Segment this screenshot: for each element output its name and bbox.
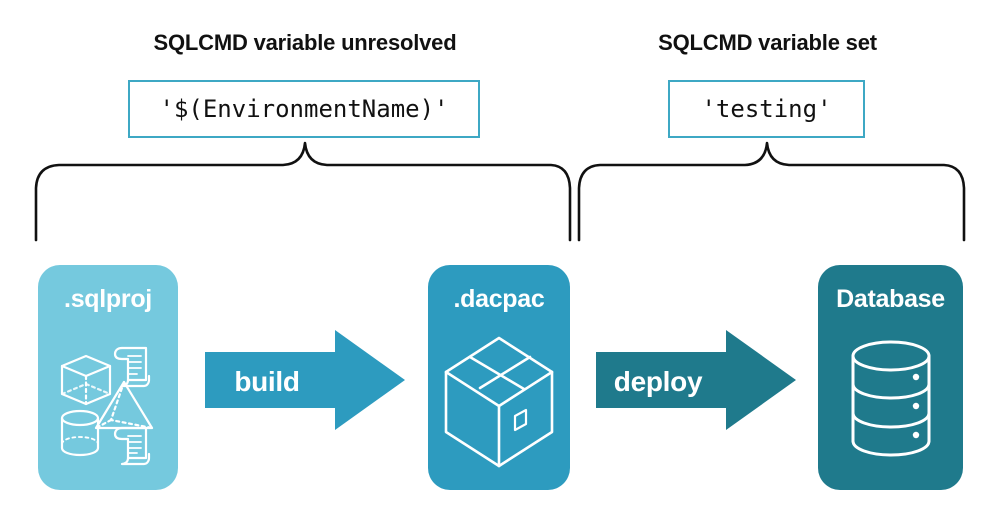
arrow-deploy-label: deploy [614, 366, 703, 397]
stage-sqlproj: .sqlproj [38, 265, 178, 490]
database-cylinder-icon [851, 340, 930, 457]
curly-brace-left [34, 141, 572, 242]
stage-dacpac-label: .dacpac [453, 285, 545, 313]
stage-sqlproj-label: .sqlproj [64, 285, 152, 313]
stage-dacpac: .dacpac [428, 265, 570, 490]
group-header-left: SQLCMD variable unresolved [153, 30, 457, 55]
stage-sqlproj-artwork [38, 314, 178, 490]
code-value-box-left: '$(EnvironmentName)' [128, 80, 480, 138]
cylinder-icon [60, 409, 100, 457]
package-box-icon [444, 336, 554, 468]
stage-database: Database [818, 265, 963, 490]
scroll-icon [113, 426, 151, 466]
arrow-build-label: build [234, 366, 299, 397]
scroll-icon [113, 346, 151, 388]
brace-group [34, 141, 966, 242]
cube-icon [60, 354, 112, 406]
code-value-box-right: 'testing' [668, 80, 865, 138]
group-header-right: SQLCMD variable set [658, 30, 877, 55]
arrow-deploy-shape [596, 330, 796, 430]
curly-brace-right [577, 141, 966, 242]
stage-dacpac-artwork [428, 314, 570, 490]
stage-database-artwork [818, 314, 963, 490]
arrow-build-shape [205, 330, 405, 430]
pyramid-icon [94, 380, 154, 430]
stage-database-label: Database [836, 285, 945, 313]
arrow-build: build [205, 330, 405, 430]
arrow-deploy: deploy [596, 330, 796, 430]
